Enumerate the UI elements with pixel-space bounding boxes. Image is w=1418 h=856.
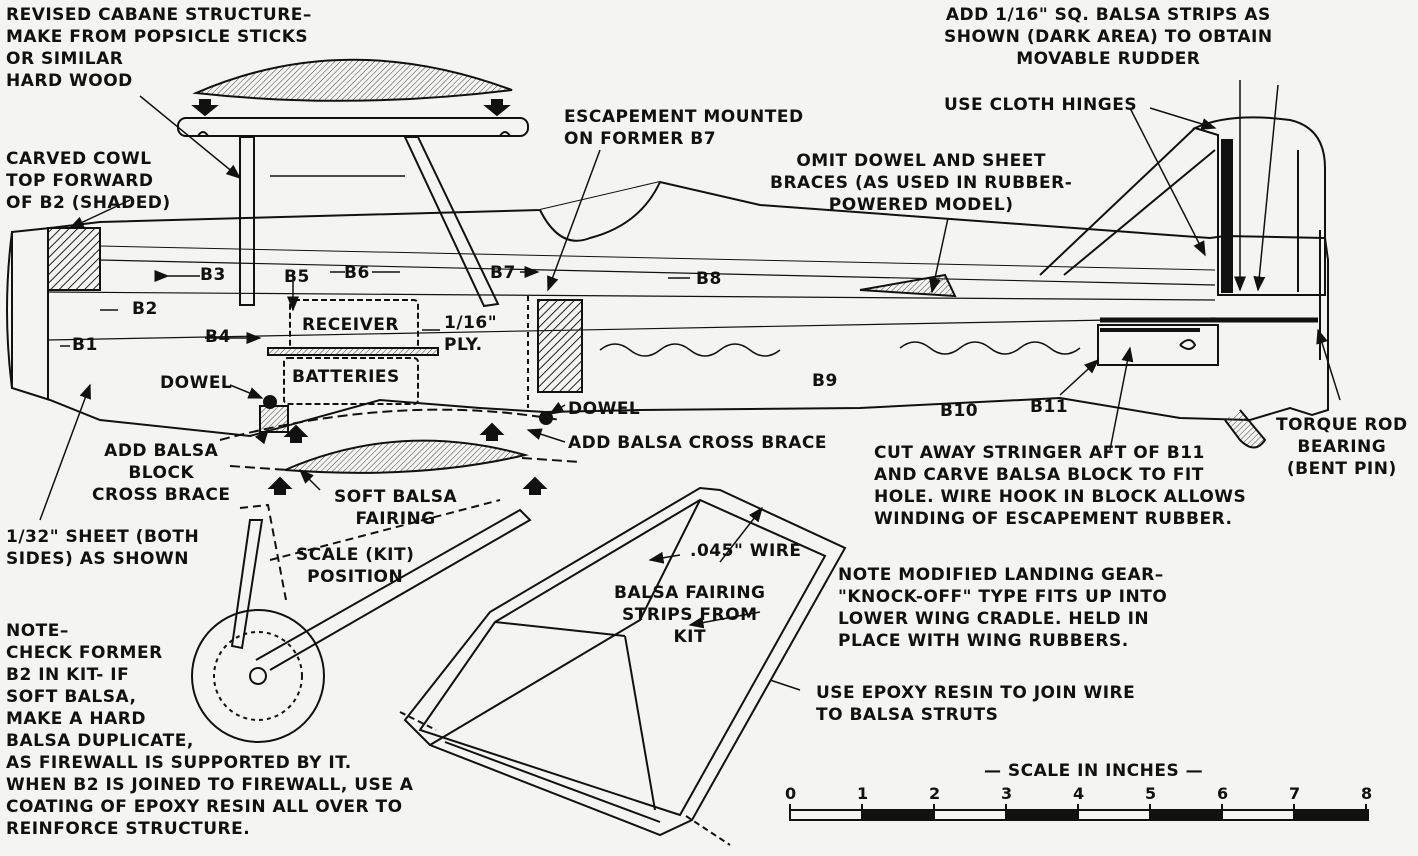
former-b6-label: B6: [344, 263, 370, 283]
knockoff-gear-frame: [403, 486, 847, 837]
scale-tick: 8: [1361, 784, 1373, 803]
former-b1-label: B1: [72, 335, 98, 355]
former-b5-label: B5: [284, 267, 310, 287]
cabane-strut-rear: [403, 136, 500, 308]
cabane-label: REVISED CABANE STRUCTURE– MAKE FROM POPS…: [6, 5, 312, 91]
former-b10-label: B10: [940, 401, 979, 421]
nose-cowl: [6, 231, 13, 389]
receiver-label: RECEIVER: [302, 315, 399, 335]
former-b2-label: B2: [132, 299, 158, 319]
cowl-shaded: [47, 227, 101, 291]
dowel-rear-label: DOWEL: [568, 399, 641, 419]
escapement-block: [537, 299, 583, 393]
soft-balsa-fairing-label: SOFT BALSA FAIRING: [334, 487, 458, 529]
dowel-rear: [539, 411, 553, 425]
balsa-fairing-strips-label: BALSA FAIRING STRIPS FROM KIT: [614, 583, 766, 647]
scale-bar: [789, 804, 1369, 821]
sheet-label: 1/32" SHEET (BOTH SIDES) AS SHOWN: [6, 527, 200, 569]
scale-tick: 7: [1289, 784, 1301, 803]
balsa-cross-brace-label: ADD BALSA CROSS BRACE: [568, 433, 828, 453]
dowel-front-label: DOWEL: [160, 373, 233, 393]
balsa-block-front: [259, 405, 289, 433]
scale-tick: 6: [1217, 784, 1229, 803]
tail-skid: [1224, 409, 1267, 449]
batteries-box: [283, 357, 419, 405]
balsa-strips-label: ADD 1/16" SQ. BALSA STRIPS AS SHOWN (DAR…: [944, 5, 1273, 69]
former-b11-label: B11: [1030, 397, 1069, 417]
rudder: [1192, 116, 1326, 296]
scale-tick: 4: [1073, 784, 1085, 803]
scale-tick: 0: [785, 784, 797, 803]
upper-wing-airfoil: [192, 58, 513, 102]
scale-tick: 1: [857, 784, 869, 803]
cabane-strut-front: [239, 136, 255, 306]
cutaway-stringer-label: CUT AWAY STRINGER AFT OF B11 AND CARVE B…: [874, 443, 1247, 529]
scale-kit-position-label: SCALE (KIT) POSITION: [296, 545, 415, 587]
cowl-label: CARVED COWL TOP FORWARD OF B2 (SHADED): [6, 149, 171, 213]
rudder-strips: [1221, 139, 1233, 293]
cloth-hinges-label: USE CLOTH HINGES: [944, 95, 1138, 115]
kit-strut: [230, 519, 264, 650]
former-b4-label: B4: [205, 327, 231, 347]
former-b8-label: B8: [696, 269, 722, 289]
batteries-label: BATTERIES: [292, 367, 400, 387]
former-b2-note: NOTE– CHECK FORMER B2 IN KIT- IF SOFT BA…: [6, 621, 414, 839]
wheel: [191, 609, 325, 743]
receiver-box: [289, 299, 419, 349]
ply-plate: [267, 347, 439, 356]
torque-rod-label: TORQUE ROD BEARING (BENT PIN): [1276, 415, 1408, 479]
wire-label: .045" WIRE: [690, 541, 802, 561]
omit-braces-label: OMIT DOWEL AND SHEET BRACES (AS USED IN …: [770, 151, 1073, 215]
epoxy-label: USE EPOXY RESIN TO JOIN WIRE TO BALSA ST…: [816, 683, 1136, 725]
escapement-label: ESCAPEMENT MOUNTED ON FORMER B7: [564, 107, 804, 149]
dowel-front: [263, 395, 277, 409]
scale-tick: 5: [1145, 784, 1157, 803]
lower-wing-airfoil: [284, 439, 529, 474]
balsa-block-label: ADD BALSA BLOCK CROSS BRACE: [92, 441, 231, 505]
former-b7-label: B7: [490, 263, 516, 283]
former-b3-label: B3: [200, 265, 226, 285]
scale-tick: 2: [929, 784, 941, 803]
escapement-rubber: [599, 341, 1081, 357]
scale-title: — SCALE IN INCHES —: [984, 761, 1204, 781]
landing-gear-note: NOTE MODIFIED LANDING GEAR– "KNOCK-OFF" …: [838, 565, 1168, 651]
scale-tick: 3: [1001, 784, 1013, 803]
upper-wing-panel: [177, 117, 529, 137]
former-b9-label: B9: [812, 371, 838, 391]
ply-label: 1/16" PLY.: [444, 313, 498, 355]
